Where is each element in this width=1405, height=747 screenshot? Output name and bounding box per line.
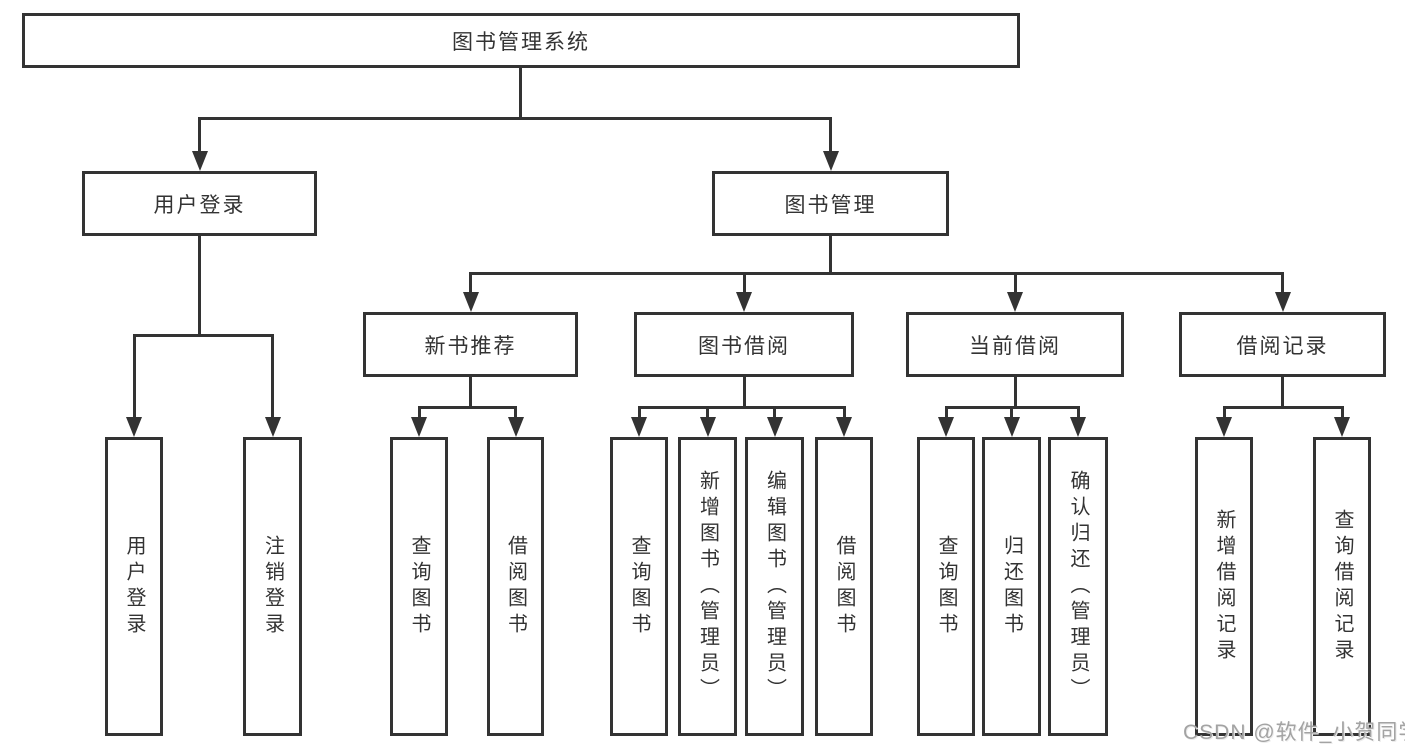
connector-line [469, 377, 472, 408]
leaf-query-books-recommend: 查询图书 [390, 437, 448, 736]
connector-line [198, 236, 201, 336]
arrowhead-down-icon [411, 417, 427, 437]
connector-line [1222, 405, 1344, 409]
connector-line [637, 405, 846, 409]
arrowhead-down-icon [736, 292, 752, 312]
leaf-query-books-borrowing-label: 查询图书 [628, 534, 650, 639]
connector-line [1281, 377, 1284, 408]
connector-line [944, 407, 948, 419]
leaf-borrow-books-label: 借阅图书 [833, 534, 855, 639]
arrowhead-down-icon [938, 417, 954, 437]
node-book-borrowing-label: 图书借阅 [698, 334, 790, 358]
leaf-add-books-admin: 新增图书（管理员） [678, 437, 737, 736]
connector-line [1281, 273, 1284, 295]
node-borrowing-records: 借阅记录 [1179, 312, 1386, 377]
leaf-edit-books-admin-label: 编辑图书（管理员） [763, 469, 786, 704]
connector-line [198, 118, 201, 153]
connector-line [706, 407, 709, 419]
leaf-query-borrow-record: 查询借阅记录 [1313, 437, 1371, 736]
leaf-borrow-books-recommend: 借阅图书 [487, 437, 544, 736]
connector-line [1013, 273, 1017, 295]
leaf-user-login: 用户登录 [105, 437, 163, 736]
arrowhead-down-icon [1216, 417, 1232, 437]
leaf-query-books-borrowing: 查询图书 [610, 437, 668, 736]
arrowhead-down-icon [699, 417, 716, 437]
leaf-add-borrow-record: 新增借阅记录 [1195, 437, 1253, 736]
node-user-login-label: 用户登录 [153, 193, 246, 217]
leaf-logout: 注销登录 [243, 437, 302, 736]
connector-line [271, 335, 274, 420]
connector-line [773, 407, 776, 419]
arrowhead-down-icon [1334, 417, 1350, 437]
connector-line [417, 407, 421, 419]
connector-line [518, 68, 522, 119]
arrowhead-down-icon [631, 417, 647, 437]
arrowhead-down-icon [1003, 417, 1020, 437]
node-new-book-recommend: 新书推荐 [363, 312, 578, 377]
leaf-query-books-current-label: 查询图书 [935, 534, 957, 639]
connector-line [829, 118, 832, 153]
leaf-add-books-admin-label: 新增图书（管理员） [696, 469, 719, 704]
leaf-return-books: 归还图书 [982, 437, 1041, 736]
arrowhead-down-icon [766, 417, 783, 437]
leaf-query-borrow-record-label: 查询借阅记录 [1331, 508, 1353, 665]
node-borrowing-records-label: 借阅记录 [1236, 334, 1329, 358]
leaf-edit-books-admin: 编辑图书（管理员） [745, 437, 804, 736]
connector-line [1010, 407, 1013, 419]
connector-line [742, 273, 746, 295]
connector-line [1013, 377, 1017, 408]
node-book-borrowing: 图书借阅 [634, 312, 854, 377]
arrowhead-down-icon [462, 292, 479, 312]
connector-line [1076, 407, 1080, 419]
leaf-user-login-label: 用户登录 [123, 534, 145, 639]
node-root-library-system: 图书管理系统 [22, 13, 1020, 68]
arrowhead-down-icon [1274, 292, 1291, 312]
node-new-book-recommend-label: 新书推荐 [424, 334, 517, 358]
arrowhead-down-icon [507, 417, 524, 437]
connector-line [417, 405, 517, 409]
connector-line [469, 273, 472, 295]
leaf-confirm-return-admin: 确认归还（管理员） [1048, 437, 1108, 736]
arrowhead-down-icon [1007, 292, 1023, 312]
leaf-query-books-recommend-label: 查询图书 [408, 534, 430, 639]
arrowhead-down-icon [1070, 417, 1086, 437]
leaf-borrow-books: 借阅图书 [815, 437, 873, 736]
leaf-add-borrow-record-label: 新增借阅记录 [1213, 508, 1235, 665]
node-book-management: 图书管理 [712, 171, 949, 236]
leaf-confirm-return-admin-label: 确认归还（管理员） [1067, 469, 1089, 704]
arrowhead-down-icon [822, 151, 839, 171]
csdn-watermark: CSDN @软件_小贺同学 [1183, 716, 1405, 746]
connector-line [842, 407, 846, 419]
arrowhead-down-icon [836, 417, 852, 437]
connector-line [1222, 407, 1226, 419]
connector-line [514, 407, 517, 419]
leaf-query-books-current: 查询图书 [917, 437, 975, 736]
connector-line [469, 271, 1284, 275]
connector-line [132, 335, 136, 420]
connector-line [132, 333, 274, 337]
leaf-borrow-books-recommend-label: 借阅图书 [504, 534, 527, 639]
arrowhead-down-icon [264, 417, 281, 437]
connector-line [742, 377, 746, 408]
leaf-logout-label: 注销登录 [261, 534, 284, 639]
connector-line [637, 407, 641, 419]
arrowhead-down-icon [126, 417, 142, 437]
leaf-return-books-label: 归还图书 [1000, 534, 1023, 639]
csdn-watermark-text: CSDN @软件_小贺同学 [1183, 721, 1405, 744]
connector-line [198, 116, 832, 120]
node-current-borrowing-label: 当前借阅 [969, 334, 1061, 358]
arrowhead-down-icon [191, 151, 208, 171]
connector-line [1340, 407, 1344, 419]
connector-line [829, 236, 832, 275]
node-current-borrowing: 当前借阅 [906, 312, 1124, 377]
node-user-login: 用户登录 [82, 171, 317, 236]
node-root-label: 图书管理系统 [452, 30, 590, 54]
node-book-management-label: 图书管理 [784, 193, 877, 217]
